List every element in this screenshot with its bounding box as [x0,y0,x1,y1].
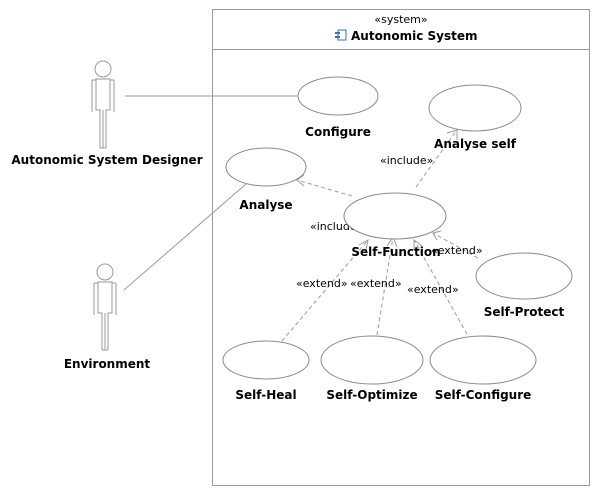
system-stereotype: «system» [374,13,427,26]
extend-configure-label: «extend» [407,283,459,296]
use-case-analyse-self-label: Analyse self [434,137,517,151]
system-title: Autonomic System [351,29,478,43]
use-case-self-function-label: Self-Function [351,245,440,259]
use-case-analyse[interactable]: Analyse [225,147,307,212]
use-case-configure-label: Configure [305,125,371,139]
actor-designer[interactable]: Autonomic System Designer [11,60,203,167]
use-case-self-optimize[interactable]: Self-Optimize [320,335,424,402]
use-case-self-optimize-label: Self-Optimize [326,388,417,402]
actor-figure-icon [93,263,117,351]
actor-designer-label: Autonomic System Designer [11,153,202,167]
extend-self-configure: «extend» [407,239,468,335]
use-case-self-function[interactable]: Self-Function [343,192,447,259]
extend-self-protect: «extend» [431,230,483,259]
extend-heal-label: «extend» [296,277,348,290]
actor-environment-label: Environment [64,357,151,371]
extend-self-heal: «extend» [281,239,369,342]
actor-figure-icon [91,60,115,149]
use-case-self-protect-label: Self-Protect [484,305,565,319]
use-case-self-protect[interactable]: Self-Protect [475,252,573,319]
include-analyse-self-label: «include» [380,154,433,167]
use-case-self-configure-label: Self-Configure [435,388,532,402]
component-icon [335,29,347,41]
extend-optimize-label: «extend» [350,277,402,290]
association-environment-analyse [123,183,247,291]
use-case-self-configure[interactable]: Self-Configure [429,335,537,402]
use-case-configure[interactable]: Configure [297,76,379,139]
use-case-self-heal-label: Self-Heal [235,388,296,402]
use-case-self-heal[interactable]: Self-Heal [222,340,310,402]
extend-protect-label: «extend» [431,244,483,257]
include-analyse-self: «include» [380,129,458,188]
actor-environment[interactable]: Environment [64,263,151,371]
use-case-analyse-self[interactable]: Analyse self [428,84,522,151]
system-boundary[interactable]: «system» Autonomic System [212,9,590,486]
use-case-analyse-label: Analyse [239,198,292,212]
extend-self-optimize: «extend» [350,235,402,336]
